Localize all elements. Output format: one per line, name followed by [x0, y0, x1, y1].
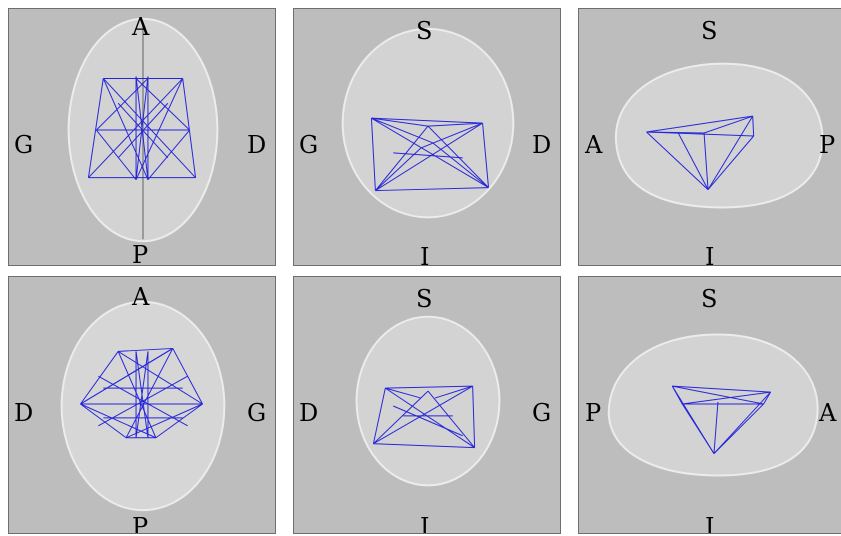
brain-graph-axial-top: [67, 17, 219, 243]
label-bottom: P: [132, 241, 149, 266]
connection-lines: [370, 117, 490, 192]
label-left: D: [14, 399, 34, 427]
connection-lines: [80, 347, 203, 439]
label-top: S: [416, 285, 433, 313]
brain-panel-coronal: S I G D: [293, 8, 561, 266]
label-right: A: [819, 399, 837, 427]
label-left: G: [299, 131, 319, 159]
brain-surface: [355, 315, 501, 487]
label-top: S: [701, 17, 718, 45]
label-bottom: I: [420, 513, 430, 534]
connection-lines: [87, 76, 197, 180]
label-left: D: [299, 399, 319, 427]
label-top: A: [132, 283, 150, 311]
brain-panel-axial-bottom: A P D G: [8, 276, 276, 534]
brain-graph-sagittal: [614, 62, 824, 209]
brain-surface: [341, 27, 515, 219]
label-top: A: [132, 13, 150, 41]
connection-lines: [646, 115, 755, 190]
label-right: D: [532, 131, 552, 159]
label-right: P: [819, 131, 836, 159]
brain-panel-sagittal-other: S I P A: [578, 276, 841, 534]
label-left: G: [14, 131, 34, 159]
brain-graph-coronal-back: [355, 315, 501, 487]
label-bottom: I: [705, 513, 715, 534]
label-bottom: P: [132, 513, 149, 534]
brain-panel-coronal-back: S I D G: [293, 276, 561, 534]
brain-surface: [614, 62, 824, 209]
brain-surface: [607, 333, 819, 477]
label-top: S: [701, 285, 718, 313]
label-top: S: [416, 17, 433, 45]
label-bottom: I: [705, 243, 715, 266]
label-right: G: [532, 399, 552, 427]
label-left: P: [585, 399, 602, 427]
brain-panel-axial-top: A P G D: [8, 8, 276, 266]
brain-graph-sagittal-other: [607, 333, 819, 477]
brain-panel-sagittal: S I A P: [578, 8, 841, 266]
label-left: A: [585, 131, 603, 159]
brain-graph-axial-bottom: [60, 300, 226, 512]
label-right: D: [247, 131, 267, 159]
label-bottom: I: [420, 243, 430, 266]
label-right: G: [247, 399, 267, 427]
brain-graph-coronal: [341, 27, 515, 219]
connection-lines: [372, 385, 476, 449]
connection-lines: [671, 385, 771, 454]
